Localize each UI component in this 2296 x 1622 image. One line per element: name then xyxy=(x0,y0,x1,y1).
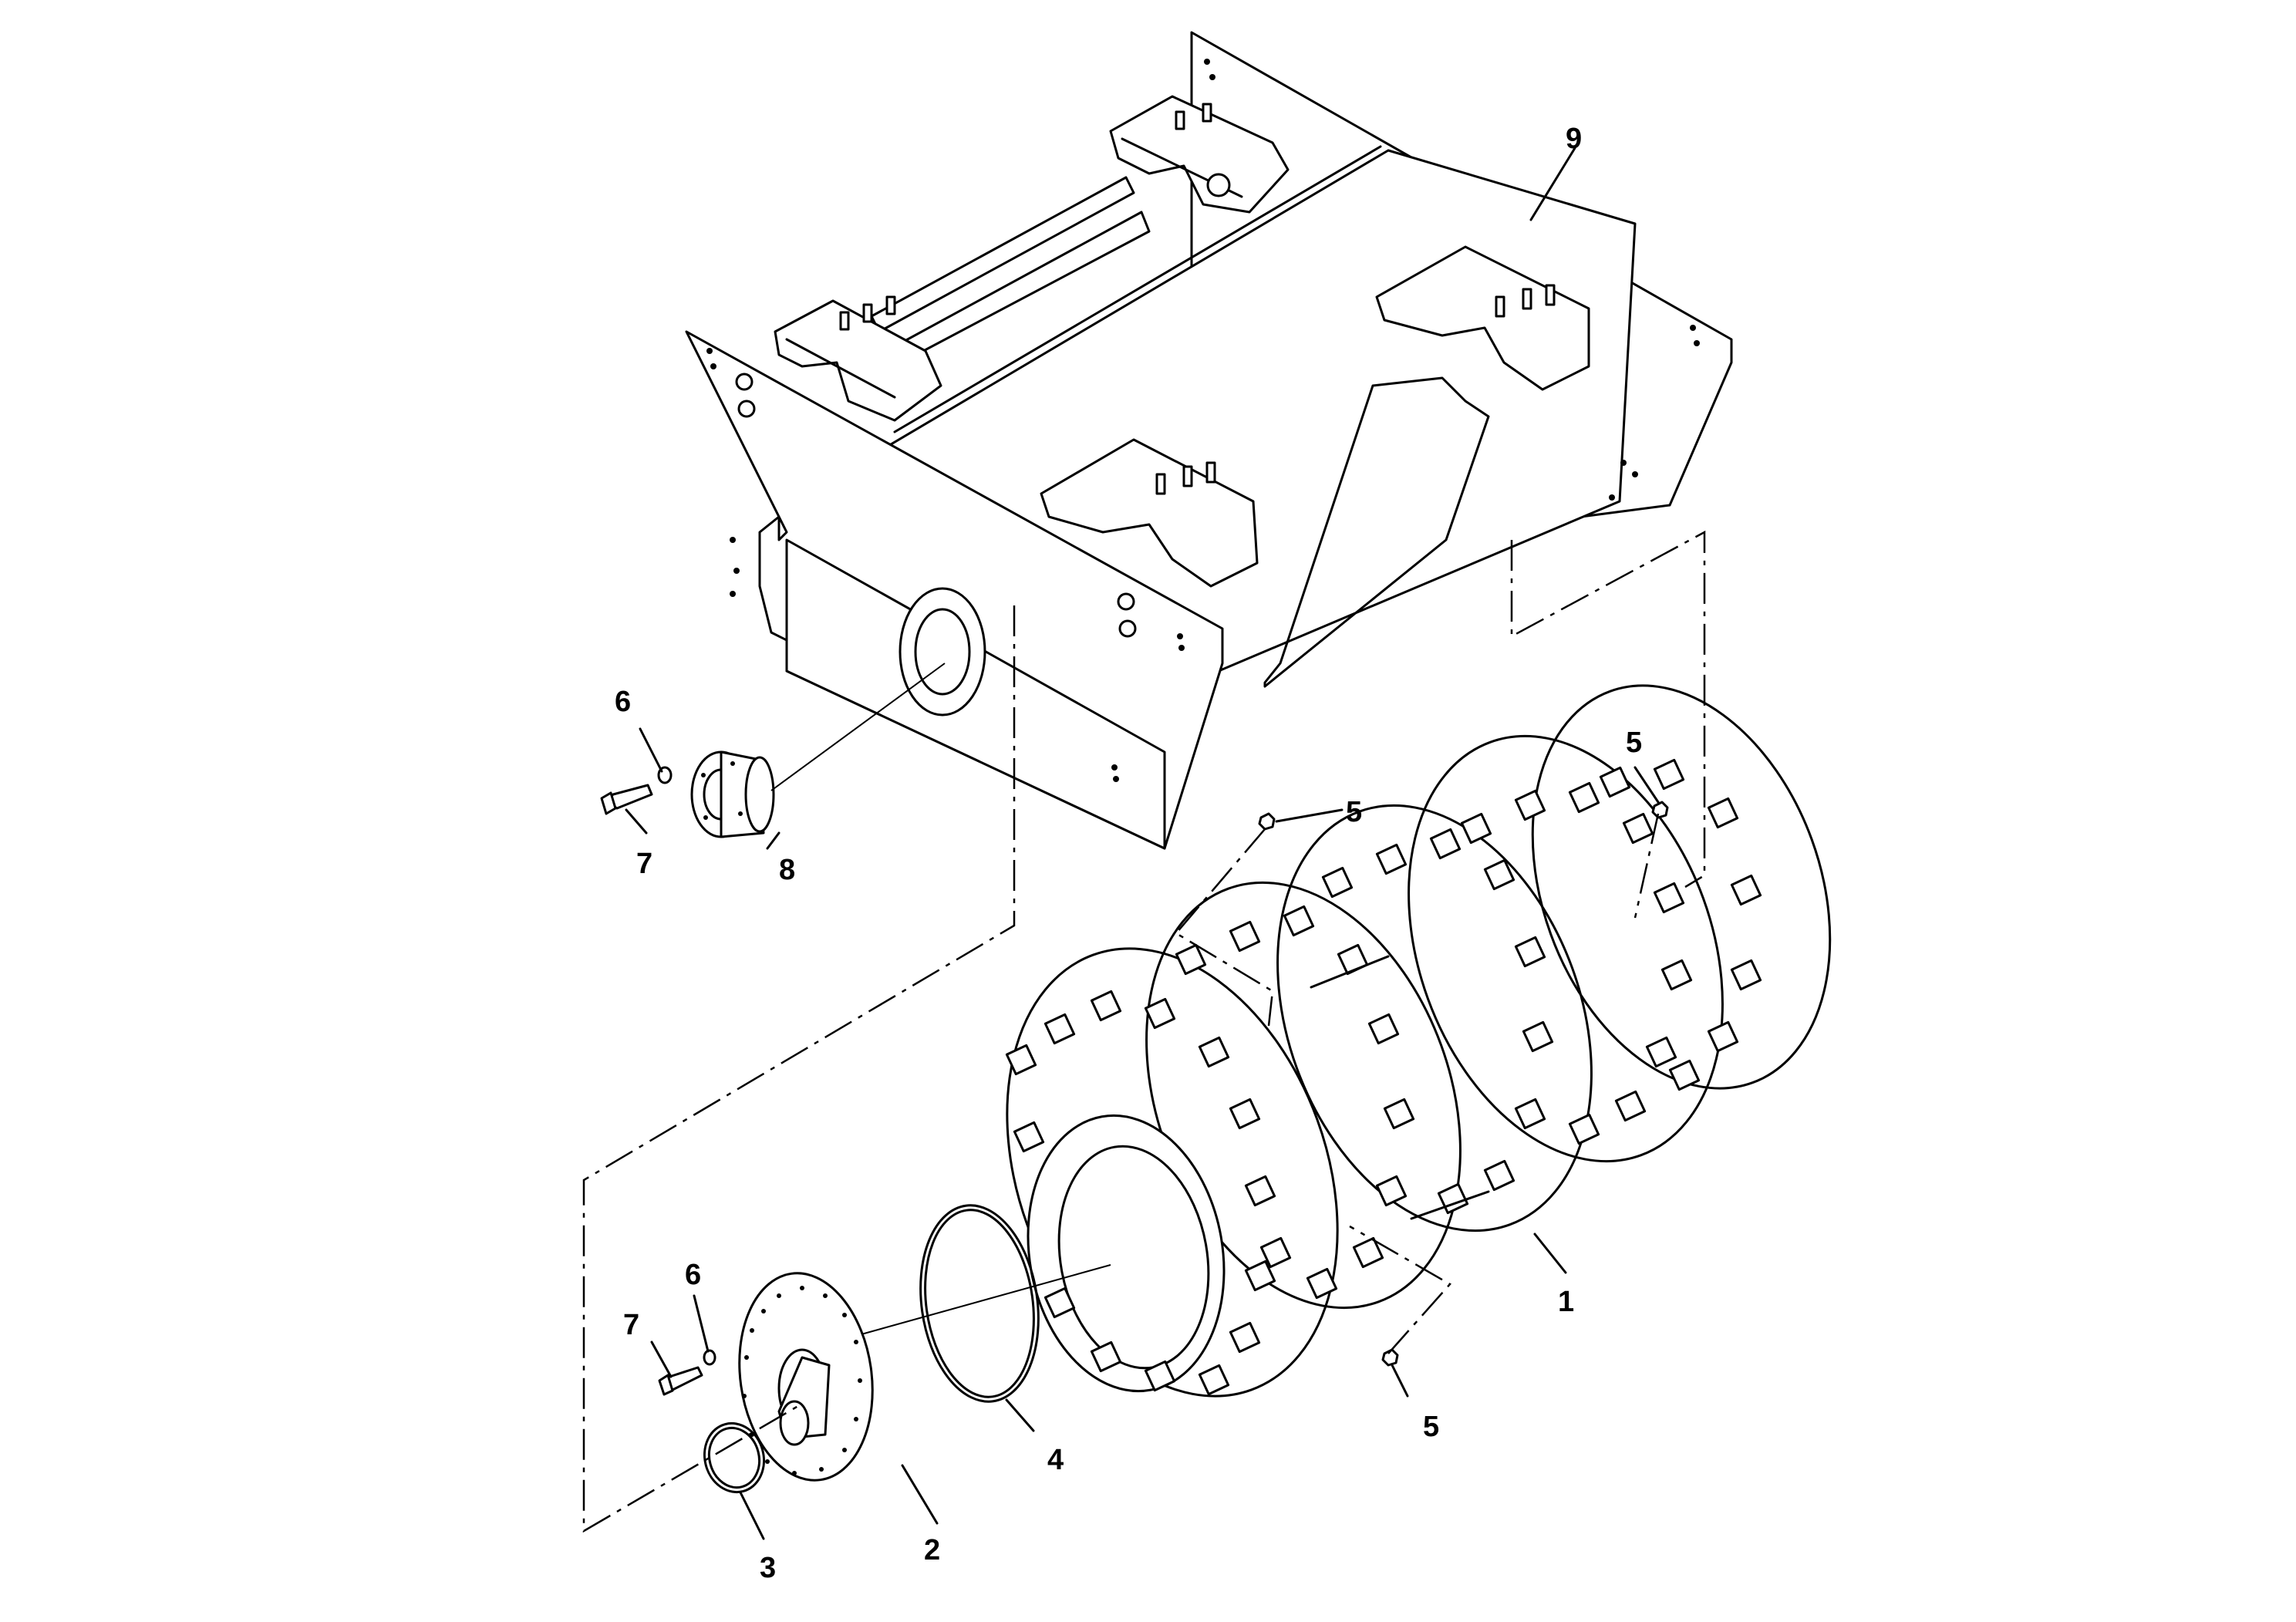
callout-4: 4 xyxy=(1047,1444,1064,1476)
nut-top-left xyxy=(1258,812,1276,831)
callout-9: 9 xyxy=(1566,123,1582,155)
callout-5-left: 5 xyxy=(1346,796,1362,828)
bolt-upper xyxy=(600,784,653,815)
callout-7-lower: 7 xyxy=(623,1309,639,1341)
frame-bracket-top-right xyxy=(1109,95,1290,214)
callout-3: 3 xyxy=(760,1552,776,1584)
frame-bracket-mid-left xyxy=(1040,438,1259,588)
washer-lower xyxy=(703,1349,716,1366)
hub-plate xyxy=(738,1272,874,1482)
callout-5-bottom: 5 xyxy=(1423,1411,1439,1443)
callout-2: 2 xyxy=(924,1534,940,1566)
callout-6-upper: 6 xyxy=(615,686,631,718)
frame-side-cutout xyxy=(1263,376,1490,688)
frame-bearing-bore xyxy=(899,587,986,717)
leader-lines xyxy=(625,147,1660,1540)
callout-5-right: 5 xyxy=(1626,727,1642,759)
bolt-lower xyxy=(658,1366,703,1396)
bearing-flange xyxy=(690,750,775,838)
frame-front-lower-plate xyxy=(785,538,1166,850)
seal-ring xyxy=(703,1421,766,1494)
callout-1: 1 xyxy=(1558,1286,1574,1318)
o-ring xyxy=(919,1204,1040,1403)
drum-pads xyxy=(1005,758,1762,1396)
frame-bracket-top-left xyxy=(774,295,942,422)
frame-assembly xyxy=(685,31,1733,850)
nut-top-right xyxy=(1651,801,1669,819)
callout-8: 8 xyxy=(779,854,795,886)
padfoot-drum xyxy=(1005,684,1832,1398)
frame-bracket-mid-right xyxy=(1375,245,1590,391)
callout-labels: 9 6 7 8 5 5 5 1 4 2 3 6 7 xyxy=(615,123,1642,1584)
assembly-dashed-lines xyxy=(582,530,1706,1533)
callout-6-lower: 6 xyxy=(685,1259,701,1291)
callout-7-upper: 7 xyxy=(636,848,652,880)
